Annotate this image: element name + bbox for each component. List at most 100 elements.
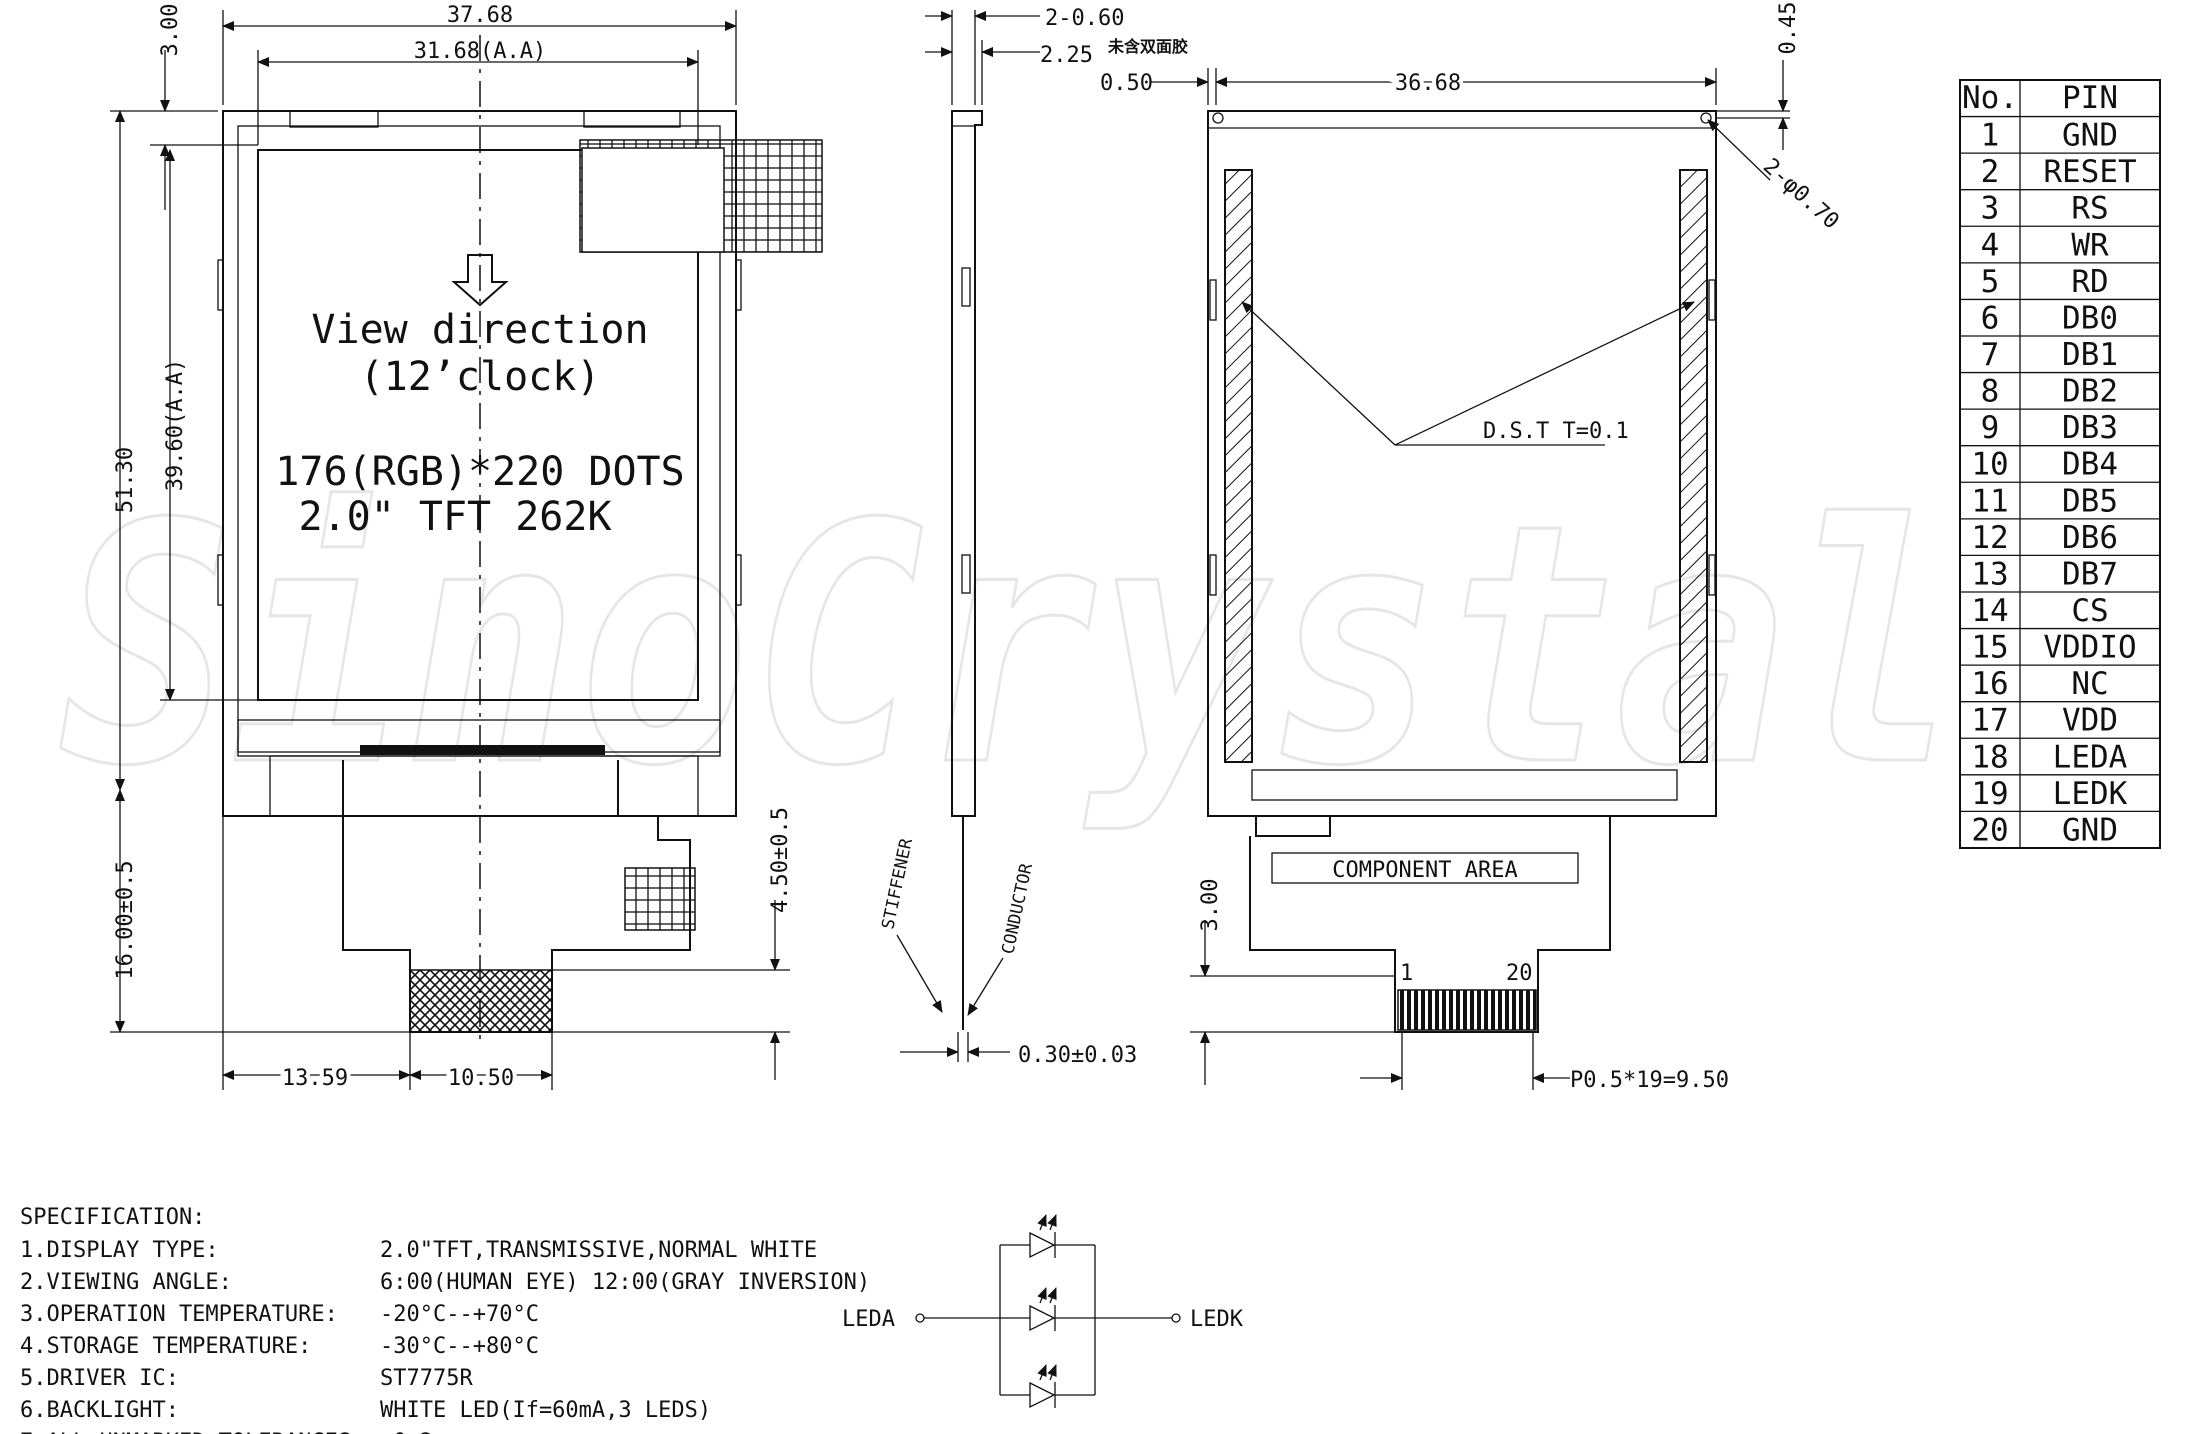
resolution-label: 176(RGB)*220 DOTS <box>275 449 684 495</box>
spec-item-value: ST7775R <box>380 1366 473 1391</box>
pin-number: 6 <box>1981 300 2000 336</box>
mount-hole-left <box>1212 112 1224 124</box>
pin-name: DB5 <box>2062 483 2118 519</box>
spec-item-label: 1.DISPLAY TYPE: <box>20 1238 219 1263</box>
spec-item-label: 4.STORAGE TEMPERATURE: <box>20 1334 311 1359</box>
pin-number: 3 <box>1981 191 2000 227</box>
pin-name: GND <box>2062 812 2118 848</box>
dim-contact-width: 10.50 <box>448 1066 514 1091</box>
mount-hole-right <box>1700 112 1712 124</box>
pin-name: GND <box>2062 118 2118 154</box>
back-bottom-bar <box>1251 769 1678 801</box>
component-area-box <box>1271 852 1579 884</box>
dim-side-top-a: 2-0.60 <box>1045 6 1124 31</box>
pin-name: RESET <box>2043 154 2136 190</box>
pin-name: DB2 <box>2062 374 2118 410</box>
dim-side-bottom: 0.30±0.03 <box>1018 1043 1137 1068</box>
back-view: D.S.T T=0.1 COMPONENT AREA 1 20 0.50 36.… <box>1100 2 1844 1093</box>
ic-bond-strip <box>360 745 605 755</box>
dim-back-corner: 0.45 <box>1776 2 1801 55</box>
pin-name: DB1 <box>2062 337 2118 373</box>
pin-number: 17 <box>1971 703 2008 739</box>
pin-number: 7 <box>1981 337 2000 373</box>
bottom-frame <box>269 755 699 817</box>
spec-item-value: ±0.2mm <box>380 1430 459 1434</box>
pin-name: VDD <box>2062 703 2118 739</box>
dim-outline-width: 37.68 <box>447 3 513 28</box>
back-outline <box>1207 110 1717 817</box>
dim-fpc-offset: 4.50±0.5 <box>768 807 793 913</box>
pin-number: 8 <box>1981 374 2000 410</box>
pin-header-name: PIN <box>2062 80 2118 116</box>
pin-last-label: 20 <box>1506 961 1533 986</box>
fpc-tail <box>342 760 691 1033</box>
pin-number: 20 <box>1971 812 2008 848</box>
spec-item-value: -30°C--+80°C <box>380 1334 539 1359</box>
back-fpc <box>1249 816 1611 1033</box>
pin-name: DB3 <box>2062 410 2118 446</box>
view-direction-label: View direction <box>311 307 648 353</box>
watermark: SinoCrystal <box>60 454 1960 838</box>
pin-number: 19 <box>1971 776 2008 812</box>
pin-number: 16 <box>1971 666 2008 702</box>
pin-number: 10 <box>1971 447 2008 483</box>
clock-label: (12’clock) <box>360 354 601 400</box>
pin-number: 9 <box>1981 410 2000 446</box>
pin-name: RS <box>2071 191 2108 227</box>
anode-terminal <box>915 1313 925 1323</box>
spec-item-value: -20°C--+70°C <box>380 1302 539 1327</box>
dim-back-fpc: 3.00 <box>1198 879 1223 932</box>
dim-back-width: 36.68 <box>1395 71 1461 96</box>
led-diode <box>1000 1287 1095 1332</box>
top-tab-right <box>583 110 681 128</box>
pin-name: DB4 <box>2062 447 2118 483</box>
spec-item-label: 5.DRIVER IC: <box>20 1366 179 1391</box>
circuit-cathode-label: LEDK <box>1190 1307 1244 1332</box>
pin-first-label: 1 <box>1400 961 1413 986</box>
dim-aa-height: 39.60(A.A) <box>163 359 188 491</box>
pin-number: 2 <box>1981 154 2000 190</box>
pin-number: 14 <box>1971 593 2008 629</box>
led-circuit: LEDA LEDK <box>842 1214 1244 1409</box>
spec-item-label: 3.OPERATION TEMPERATURE: <box>20 1302 338 1327</box>
dim-pitch: P0.5*19=9.50 <box>1570 1068 1729 1093</box>
pin-name: LEDK <box>2053 776 2128 812</box>
dim-outline-height: 51.30 <box>113 447 138 513</box>
size-label: 2.0" TFT 262K <box>298 494 611 540</box>
tape-note: 未含双面胶 <box>1107 37 1188 56</box>
led-diode <box>1000 1364 1095 1409</box>
spec-item-label: 7.ALL UNMARKED TOLERANCES: <box>20 1430 364 1434</box>
side-profile <box>951 110 983 817</box>
pin-header-no: No. <box>1962 80 2018 116</box>
pin-name: DB0 <box>2062 300 2118 336</box>
conductor-label: CONDUCTOR <box>998 861 1037 956</box>
component-area-label: COMPONENT AREA <box>1332 858 1517 883</box>
spec-item-label: 6.BACKLIGHT: <box>20 1398 179 1423</box>
pin-number: 5 <box>1981 264 2000 300</box>
view-direction-arrow <box>451 254 509 307</box>
pin-number: 11 <box>1971 483 2008 519</box>
dim-left-offset: 13.59 <box>282 1066 348 1091</box>
tape-strip-left <box>1224 169 1253 763</box>
circuit-anode-label: LEDA <box>842 1307 895 1332</box>
led-diode <box>1000 1214 1095 1259</box>
dim-hole: 2-φ0.70 <box>1758 154 1844 235</box>
spec-item-value: WHITE LED(If=60mA,3 LEDS) <box>380 1398 711 1423</box>
dim-fpc-length: 16.00±0.5 <box>113 860 138 979</box>
tape-strip-right <box>1679 169 1708 763</box>
cathode-terminal <box>1171 1313 1181 1323</box>
fpc-window <box>581 147 725 253</box>
pin-name: DB6 <box>2062 520 2118 556</box>
spec-item-value: 6:00(HUMAN EYE) 12:00(GRAY INVERSION) <box>380 1270 870 1295</box>
spec-title: SPECIFICATION: <box>20 1205 205 1230</box>
fpc-gold-fingers <box>1397 989 1537 1031</box>
pin-name: DB7 <box>2062 556 2118 592</box>
dst-label: D.S.T T=0.1 <box>1483 419 1629 444</box>
dim-aa-width: 31.68(A.A) <box>414 39 546 64</box>
pin-number: 4 <box>1981 227 2000 263</box>
pin-number: 15 <box>1971 630 2008 666</box>
dim-back-left: 0.50 <box>1100 71 1153 96</box>
pin-name: VDDIO <box>2043 630 2136 666</box>
